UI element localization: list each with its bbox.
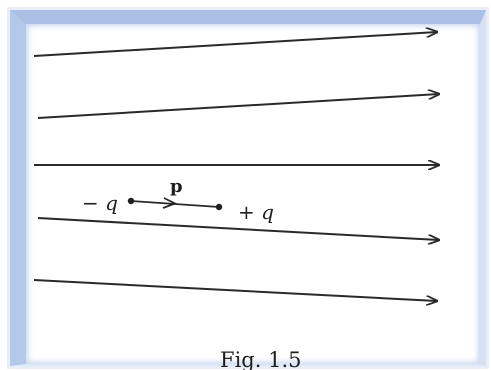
negative-charge-dot	[127, 197, 135, 205]
field-line-2	[37, 94, 439, 119]
dipole-moment-arrowhead	[162, 197, 178, 209]
positive-charge-label: + q	[238, 200, 274, 224]
positive-charge-dot	[215, 203, 223, 211]
figure-frame	[10, 10, 486, 366]
figure-caption: Fig. 1.5	[220, 348, 301, 370]
dipole: − q p + q	[82, 176, 274, 224]
field-line-4	[37, 217, 439, 240]
field-line-1	[33, 32, 437, 57]
negative-charge-label: − q	[82, 191, 118, 215]
dipole-moment-label: p	[170, 176, 183, 197]
field-line-5	[33, 279, 437, 301]
field-lines	[33, 32, 439, 301]
